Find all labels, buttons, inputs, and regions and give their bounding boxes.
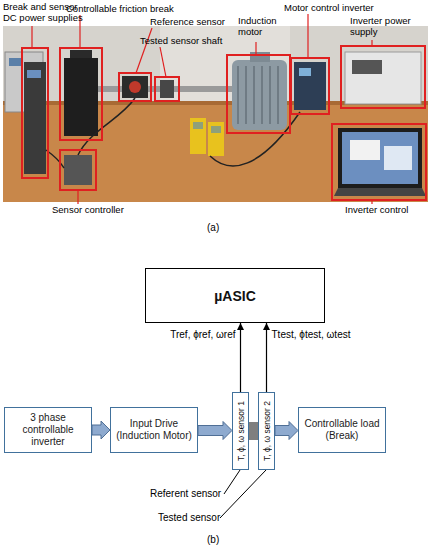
power-supply (345, 52, 421, 104)
highlight-box (227, 55, 290, 133)
pointer-line (224, 470, 240, 494)
sensor-pointers (220, 470, 266, 518)
leader-line (371, 200, 372, 204)
laptop-screen (338, 128, 422, 188)
highlight-box (22, 48, 48, 178)
signal-line (240, 323, 241, 392)
flow-arrow (92, 421, 110, 439)
arrow-head (263, 323, 270, 330)
motor-fins (238, 66, 278, 124)
leader-line (31, 26, 32, 48)
box-text: Input Drive (Induction Motor) (113, 418, 195, 442)
part-label: Inverter control (345, 205, 408, 216)
signal-label: Ttest, ϕtest, ωtest (272, 329, 351, 340)
box-text: T, ϕ, ω sensor 2 (262, 401, 272, 461)
load-box: Controllable load (Break) (298, 407, 386, 453)
flow-arrow (275, 422, 298, 440)
processor-box: µASIC (145, 268, 325, 323)
part-label: Motor control inverter (284, 3, 374, 14)
motor-body (232, 60, 287, 130)
inverter-display (299, 68, 311, 76)
reference-sensor (122, 76, 148, 98)
multimeter-display (193, 122, 203, 129)
highlight-box (60, 150, 96, 190)
shaft-block (249, 422, 258, 440)
box-text: Controllable load (Break) (301, 418, 383, 442)
highlight-boxes (22, 46, 426, 200)
supply-tower (24, 62, 46, 174)
part-label: Inverter power supply (350, 16, 430, 38)
motor-box (250, 52, 270, 62)
arrow-head (237, 323, 244, 330)
sensor-ring (129, 81, 141, 93)
part-label: Controllable friction break (66, 4, 174, 15)
leader-line (160, 47, 166, 77)
highlight-box (60, 48, 102, 140)
tested-sensor (160, 80, 174, 98)
inverter-box: 3 phase controllable inverter (4, 407, 92, 453)
highlight-box (291, 58, 329, 114)
laptop-display (342, 132, 418, 184)
brake-body (64, 58, 98, 136)
part-label: Tested sensor shaft (140, 36, 222, 47)
box-text: µASIC (214, 288, 256, 304)
supply-display (9, 58, 21, 66)
leader-lines (32, 14, 372, 204)
part-label: Tested sensor (158, 512, 220, 524)
box-text: 3 phase controllable inverter (7, 412, 89, 448)
part-label: Reference sensor (150, 17, 225, 28)
supply-display (27, 70, 41, 78)
leader-line (136, 28, 152, 73)
leader-line (77, 190, 78, 204)
inverter-unit (294, 62, 326, 110)
part-label: Sensor controller (52, 205, 124, 216)
sensor-controller-unit (64, 155, 92, 185)
multimeter (190, 118, 206, 154)
block-arrow (92, 421, 110, 439)
laptop-base (334, 188, 426, 196)
pointer-line (220, 470, 266, 518)
part-label: (b) (207, 534, 219, 546)
highlight-box (341, 46, 425, 108)
drive-box: Input Drive (Induction Motor) (110, 407, 198, 453)
signal-arrow (237, 323, 244, 392)
box-text: T, ϕ, ω sensor 1 (236, 401, 246, 461)
part-label: Referent sensor (150, 488, 221, 500)
block-arrow (275, 422, 298, 440)
highlight-box (119, 73, 151, 101)
leader-line (255, 42, 256, 55)
window (384, 146, 412, 170)
supply-panel (352, 60, 382, 74)
part-label: (a) (207, 222, 219, 234)
multimeter (208, 122, 224, 156)
highlight-box (155, 77, 179, 101)
flow-arrow (198, 422, 232, 440)
shaft-coupling (249, 422, 258, 440)
multimeter-display (211, 126, 221, 133)
window (350, 140, 380, 160)
leader-line (307, 14, 308, 58)
signal-arrow (263, 323, 270, 392)
part-label: Induction motor (238, 16, 286, 38)
sensor-box: T, ϕ, ω sensor 2 (258, 392, 275, 470)
leader-line (371, 40, 372, 46)
sensor-box: T, ϕ, ω sensor 1 (232, 392, 249, 470)
highlight-box (332, 124, 426, 200)
block-arrow (198, 422, 232, 440)
signal-line (266, 323, 267, 392)
signal-label: Tref, ϕref, ωref (170, 329, 235, 340)
bench-photo (3, 26, 428, 202)
